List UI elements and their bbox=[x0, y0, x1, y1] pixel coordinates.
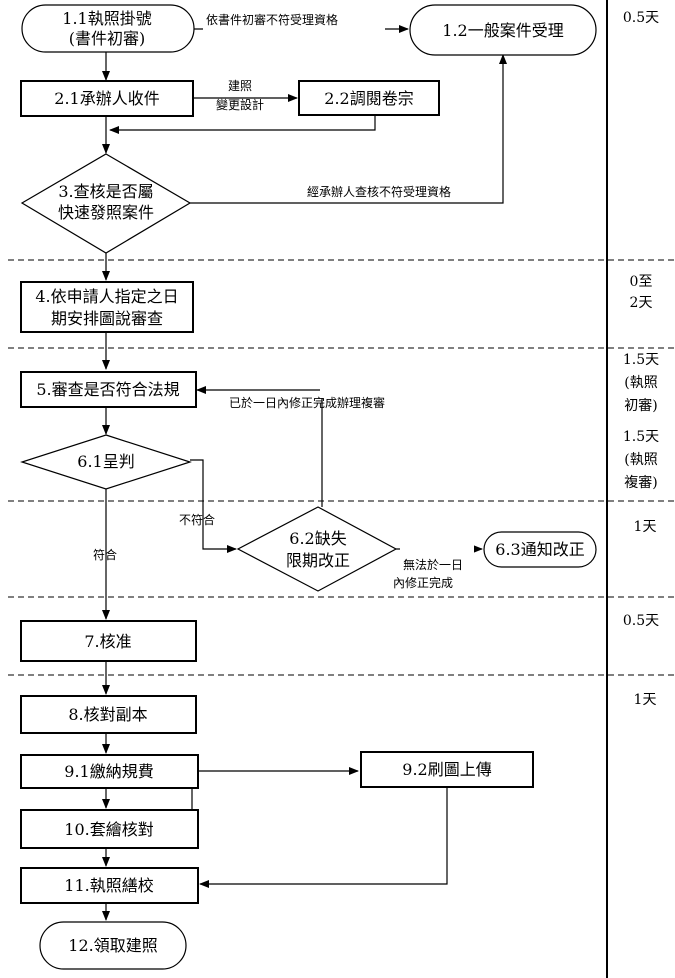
node-6-1-decision bbox=[20, 434, 192, 490]
node-6-2-label-line2: 限期改正 bbox=[286, 551, 350, 570]
timeline bbox=[8, 0, 675, 978]
duration-phase-1: 0.5天 bbox=[623, 10, 659, 26]
duration-phase-2-line1: 0至 bbox=[630, 274, 653, 290]
node-12-terminal bbox=[39, 921, 187, 970]
node-9-1-box bbox=[20, 754, 199, 789]
node-1-2-label: 1.2一般案件受理 bbox=[442, 21, 563, 40]
node-1-1-terminal bbox=[21, 4, 195, 53]
node-8-box bbox=[20, 695, 197, 734]
node-7-label: 7.核准 bbox=[84, 632, 131, 651]
node-7-box bbox=[20, 620, 197, 662]
node-1-2-terminal bbox=[409, 4, 597, 56]
node-4-box bbox=[20, 281, 194, 333]
node-1-1-label-line2: (書件初審) bbox=[69, 29, 146, 48]
duration-phase-6: 1天 bbox=[634, 692, 657, 708]
edge-label-conform: 符合 bbox=[93, 547, 117, 562]
nodes bbox=[20, 4, 597, 970]
node-10-box bbox=[20, 809, 199, 849]
edge-label-not-qualified-officer: 經承辦人查核不符受理資格 bbox=[307, 184, 451, 199]
edge-label-corrected-within-day: 已於一日內修正完成辦理複審 bbox=[229, 395, 385, 410]
node-4-label-line1: 4.依申請人指定之日 bbox=[35, 287, 178, 306]
node-9-1-label: 9.1繳納規費 bbox=[64, 762, 153, 781]
duration-phase-3a-line3: 初審) bbox=[624, 397, 657, 414]
node-2-2-label: 2.2調閱卷宗 bbox=[324, 89, 413, 108]
edge bbox=[190, 54, 507, 204]
duration-phase-5: 0.5天 bbox=[623, 613, 659, 629]
edge-label-not-qualified-initial: 依書件初審不符受理資格 bbox=[206, 12, 338, 27]
edge-label-change-design-line1: 建照 bbox=[228, 79, 252, 93]
edge-label-not-conform: 不符合 bbox=[179, 512, 215, 527]
node-6-2-label-line1: 6.2缺失 bbox=[289, 529, 346, 548]
node-3-label-line1: 3.查核是否屬 bbox=[58, 182, 153, 201]
edge bbox=[109, 115, 376, 134]
duration-phase-3b-line1: 1.5天 bbox=[623, 429, 659, 445]
node-10-label: 10.套繪核對 bbox=[64, 820, 153, 839]
node-6-3-label: 6.3通知改正 bbox=[495, 540, 584, 559]
node-2-1-label: 2.1承辦人收件 bbox=[54, 89, 159, 108]
duration-phase-3b-line3: 複審) bbox=[624, 474, 657, 491]
node-12-label: 12.領取建照 bbox=[68, 936, 157, 955]
node-2-1-box bbox=[20, 80, 194, 117]
duration-phase-2-line2: 2天 bbox=[630, 295, 653, 311]
node-4-label-line2: 期安排圖說審查 bbox=[51, 309, 163, 328]
node-6-3-terminal bbox=[483, 531, 597, 568]
node-9-2-box bbox=[360, 751, 534, 788]
edge-label-change-design-line2: 變更設計 bbox=[216, 97, 264, 112]
node-6-2-decision bbox=[236, 506, 398, 592]
edge-label-cannot-correct-line2: 內修正完成 bbox=[393, 575, 453, 590]
node-9-2-label: 9.2刷圖上傳 bbox=[402, 760, 491, 779]
node-5-label: 5.審查是否符合法規 bbox=[36, 380, 179, 399]
node-3-label-line2: 快速發照案件 bbox=[58, 203, 154, 222]
node-8-label: 8.核對副本 bbox=[68, 705, 147, 724]
duration-phase-3a-line1: 1.5天 bbox=[623, 352, 659, 368]
edge-labels: 依書件初審不符受理資格 建照 變更設計 經承辦人查核不符受理資格 已於一日內修正… bbox=[93, 12, 463, 590]
node-labels: 1.1執照掛號 (書件初審) 1.2一般案件受理 2.1承辦人收件 2.2調閱卷… bbox=[35, 9, 584, 955]
edge-label-backgrounds bbox=[203, 21, 474, 557]
edge bbox=[190, 459, 237, 553]
duration-phase-3b-line2: (執照 bbox=[624, 452, 657, 468]
node-11-label: 11.執照繕校 bbox=[64, 876, 153, 895]
edge-label-cannot-correct-line1: 無法於一日 bbox=[403, 557, 463, 572]
node-1-1-label-line1: 1.1執照掛號 bbox=[62, 9, 151, 28]
edge bbox=[199, 787, 448, 888]
node-11-box bbox=[20, 867, 199, 904]
node-6-1-label: 6.1呈判 bbox=[77, 452, 134, 471]
node-5-box bbox=[20, 371, 197, 408]
durations: 0.5天 0至 2天 1.5天 (執照 初審) 1.5天 (執照 複審) 1天 … bbox=[623, 10, 659, 708]
duration-phase-3a-line2: (執照 bbox=[624, 375, 657, 391]
duration-phase-4: 1天 bbox=[634, 519, 657, 535]
node-3-decision bbox=[20, 153, 192, 254]
node-2-2-box bbox=[298, 80, 440, 116]
